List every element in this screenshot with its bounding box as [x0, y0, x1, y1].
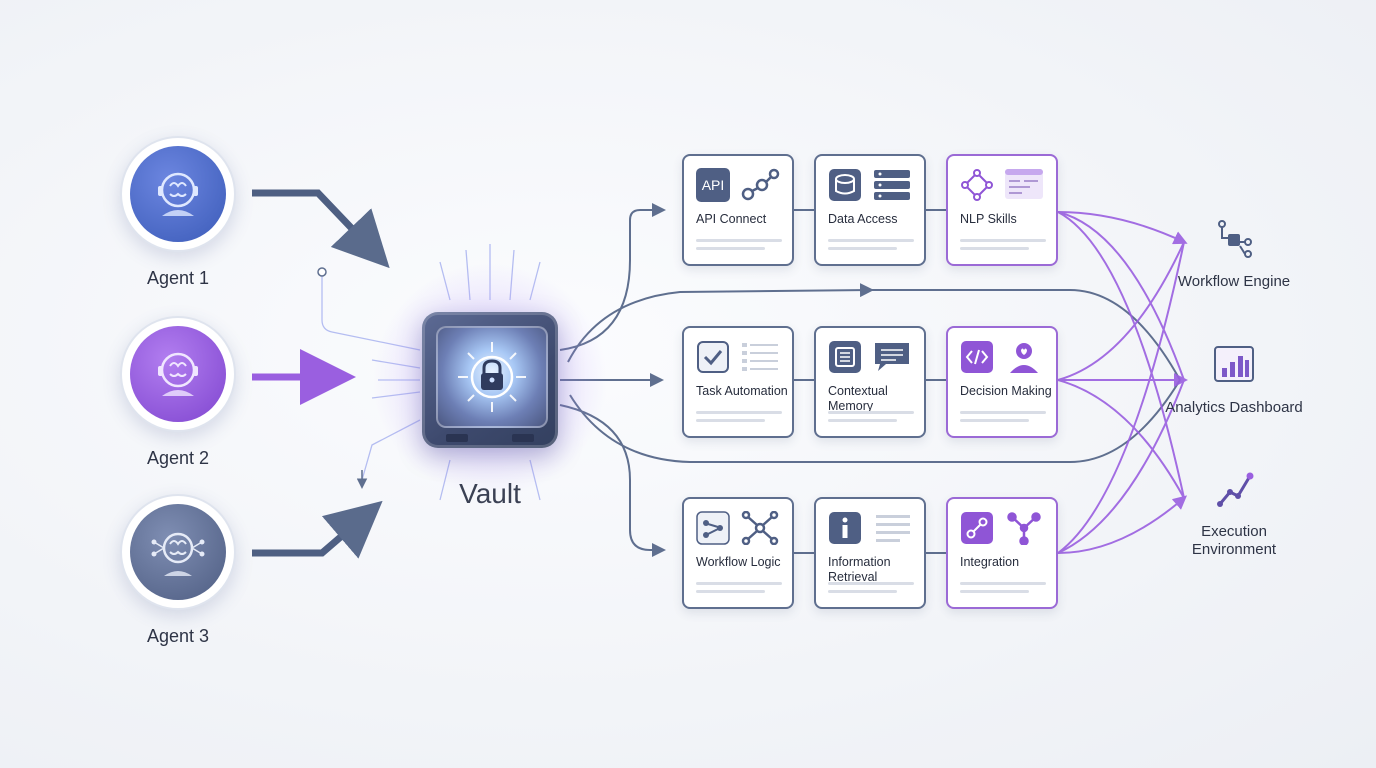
module-title: Integration [960, 555, 1020, 569]
module-title: NLP Skills [960, 212, 1017, 226]
vault[interactable] [372, 262, 608, 498]
database-icon [829, 169, 861, 201]
workflow-icon [696, 511, 730, 545]
vault-door [436, 326, 548, 428]
api-badge-icon: API [696, 168, 730, 202]
workflow-engine-icon [1218, 220, 1252, 258]
bar-chart-icon [1214, 346, 1254, 382]
module-task-automation[interactable]: Task Automation [682, 326, 794, 438]
module-title: Information Retrieval [828, 555, 891, 584]
module-contextual-memory[interactable]: Contextual Memory [814, 326, 926, 438]
trend-line-icon [1217, 472, 1254, 507]
output-analytics-dashboard[interactable]: Analytics Dashboard [1164, 344, 1304, 417]
output-label: Workflow Engine [1177, 273, 1291, 290]
info-icon [829, 512, 861, 544]
agent-2[interactable]: Agent 2 [118, 316, 238, 469]
brain-head-icon [130, 146, 226, 242]
agent-3[interactable]: Agent 3 [118, 494, 238, 647]
network-icon [741, 511, 779, 545]
checkbox-icon [697, 341, 729, 373]
agent-label: Agent 2 [146, 448, 210, 468]
brain-head-icon [130, 326, 226, 422]
module-title: Decision Making [960, 384, 1052, 398]
user-heart-icon [1010, 343, 1038, 373]
integration-icon [961, 512, 993, 544]
module-title: Data Access [828, 212, 898, 226]
module-information-retrieval[interactable]: Information Retrieval [814, 497, 926, 609]
module-title: Task Automation [696, 384, 788, 398]
lock-icon [458, 342, 526, 412]
chat-bubble-icon [875, 343, 909, 371]
code-icon [961, 341, 993, 373]
module-decision-making[interactable]: Decision Making [946, 326, 1058, 438]
nlp-network-icon [961, 169, 993, 201]
agent-label: Agent 3 [146, 626, 210, 646]
server-stack-icon [874, 170, 910, 200]
agent1-arrow [252, 189, 390, 269]
module-title: Contextual Memory [828, 384, 888, 413]
module-title: API Connect [696, 212, 767, 226]
output-workflow-engine[interactable]: Workflow Engine [1164, 218, 1304, 291]
connect-nodes-icon [741, 168, 780, 201]
memory-icon [829, 341, 861, 373]
agent-1[interactable]: Agent 1 [118, 136, 238, 289]
checklist-icon [742, 343, 778, 371]
module-integration[interactable]: Integration [946, 497, 1058, 609]
module-data-access[interactable]: Data Access [814, 154, 926, 266]
module-nlp-skills[interactable]: NLP Skills [946, 154, 1058, 266]
branch-icon [1007, 512, 1041, 545]
output-execution-environment[interactable]: Execution Environment [1164, 468, 1304, 559]
agent3-arrow [252, 500, 383, 559]
vault-label: Vault [459, 478, 521, 509]
module-workflow-logic[interactable]: Workflow Logic [682, 497, 794, 609]
module-api-connect[interactable]: API API Connect [682, 154, 794, 266]
document-lines-icon [876, 515, 910, 542]
text-window-icon [1005, 169, 1043, 199]
output-label: Execution Environment [1191, 523, 1277, 558]
module-title: Workflow Logic [696, 555, 781, 569]
output-label: Analytics Dashboard [1165, 399, 1303, 416]
agent-label: Agent 1 [146, 268, 210, 288]
brain-network-icon [130, 504, 226, 600]
